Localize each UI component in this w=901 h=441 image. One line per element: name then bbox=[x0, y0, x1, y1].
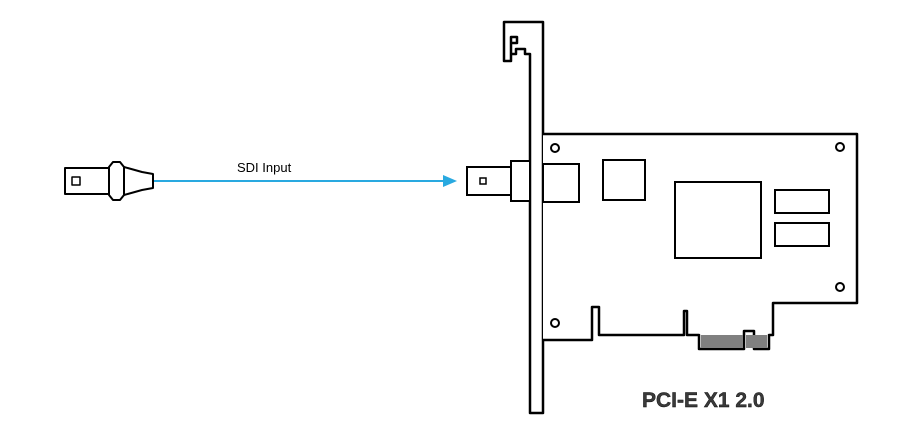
sdi-input-arrow bbox=[154, 175, 457, 187]
card-type-label: PCI-E X1 2.0 bbox=[642, 389, 765, 412]
card-bracket bbox=[502, 20, 545, 415]
sdi-input-label: SDI Input bbox=[237, 160, 292, 175]
memory-chip bbox=[774, 222, 830, 247]
arrowhead bbox=[443, 175, 457, 187]
bnc-plug-ring bbox=[108, 161, 125, 201]
bnc-jack bbox=[466, 160, 580, 203]
bnc-jack-pin bbox=[479, 177, 487, 185]
bnc-jack-front bbox=[466, 166, 512, 196]
bnc-cable-boot bbox=[123, 166, 154, 196]
bnc-plug-pin bbox=[71, 176, 81, 186]
pcie-edge-contacts bbox=[701, 335, 767, 348]
mounting-hole bbox=[835, 142, 845, 152]
bnc-jack-collar bbox=[510, 160, 531, 202]
card-chips bbox=[602, 159, 830, 259]
mounting-holes bbox=[550, 142, 845, 328]
edge-contact bbox=[746, 335, 767, 348]
bnc-cable-connector bbox=[64, 161, 154, 201]
small-chip bbox=[602, 159, 646, 201]
mounting-hole bbox=[835, 282, 845, 292]
main-processor-chip bbox=[674, 181, 762, 259]
edge-contact bbox=[701, 335, 743, 348]
mounting-hole bbox=[550, 318, 560, 328]
memory-chip bbox=[774, 189, 830, 214]
mounting-hole bbox=[550, 143, 560, 153]
bnc-jack-housing bbox=[542, 163, 580, 203]
